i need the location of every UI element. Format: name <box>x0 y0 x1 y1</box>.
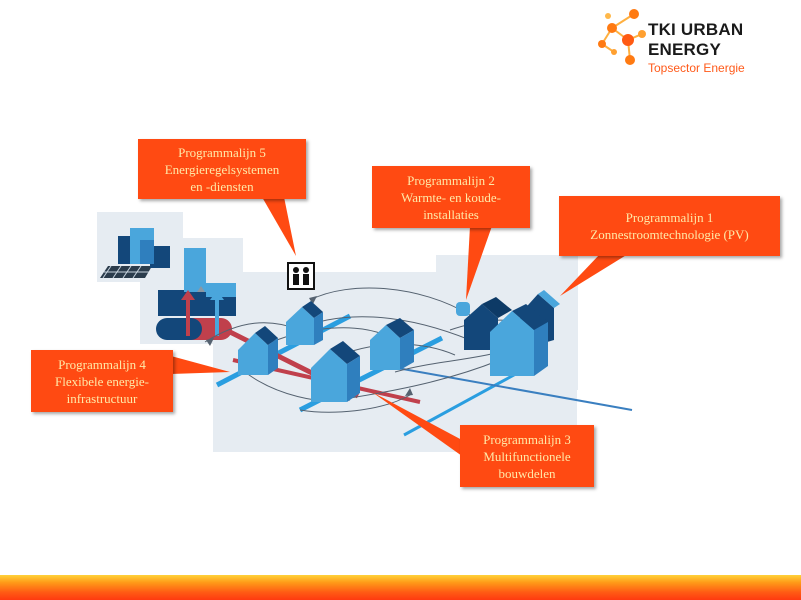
people-icon <box>287 262 315 290</box>
callout-programmalijn-3: Programmalijn 3 Multifunctionele bouwdel… <box>460 425 594 487</box>
callout-programmalijn-5: Programmalijn 5 Energieregelsystemen en … <box>138 139 306 199</box>
callout-programmalijn-3-text: Programmalijn 3 Multifunctionele bouwdel… <box>483 431 571 481</box>
callout-programmalijn-4: Programmalijn 4 Flexibele energie- infra… <box>31 350 173 412</box>
callout-programmalijn-1-text: Programmalijn 1 Zonnestroomtechnologie (… <box>590 210 749 242</box>
house-icon <box>286 301 323 345</box>
heat-pump-icon <box>156 248 236 340</box>
callout-programmalijn-1: Programmalijn 1 Zonnestroomtechnologie (… <box>559 196 780 256</box>
house-icon <box>238 326 278 375</box>
house-icon <box>464 297 512 350</box>
callout-programmalijn-2-text: Programmalijn 2 Warmte- en koude- instal… <box>400 172 502 222</box>
callout-programmalijn-2: Programmalijn 2 Warmte- en koude- instal… <box>372 166 530 228</box>
callout-pointers <box>171 197 628 456</box>
logo-name: TKI URBAN ENERGY <box>648 20 744 59</box>
callout-programmalijn-4-text: Programmalijn 4 Flexibele energie- infra… <box>55 356 149 406</box>
house-icon <box>311 341 360 402</box>
logo: TKI URBAN ENERGY Topsector Energie <box>648 20 801 75</box>
solar-panel-icon <box>100 265 152 279</box>
logo-subtitle: Topsector Energie <box>648 61 745 75</box>
footer-band <box>0 575 801 600</box>
callout-programmalijn-5-text: Programmalijn 5 Energieregelsystemen en … <box>164 144 280 194</box>
house-icon <box>370 318 414 370</box>
house-icon <box>490 304 548 376</box>
building-icon <box>118 228 170 268</box>
heat-pump-icon <box>456 302 470 316</box>
tki-logo-icon <box>598 9 646 65</box>
